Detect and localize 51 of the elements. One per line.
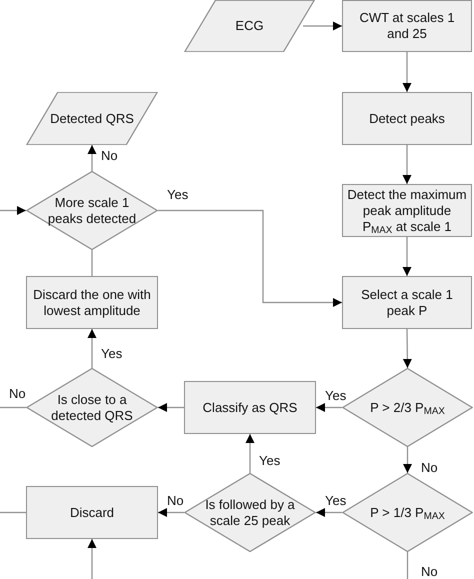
- node-text: CWT at scales 1 and 25: [358, 10, 456, 42]
- node-text: Detect the maximum peak amplitude P$_{MAX}$ at scale 1: [347, 186, 467, 234]
- node-text: P > 2/3 P$_{MAX}$: [370, 400, 445, 416]
- connector-arrow: [303, 22, 342, 30]
- edge-label: Yes: [100, 346, 124, 361]
- node-text: Classify as QRS: [202, 400, 298, 416]
- process-box: [342, 276, 472, 329]
- connector-arrow: [88, 145, 96, 171]
- node-text: Select a scale 1 peak P: [360, 286, 454, 318]
- connector-arrow: [402, 52, 412, 92]
- decision-diamond: [184, 473, 316, 552]
- connector-arrow: [402, 237, 412, 276]
- process-box: [184, 381, 316, 434]
- edge-label: No: [420, 460, 439, 475]
- connector-arrow: [0, 206, 26, 215]
- decision-diamond: [26, 171, 158, 250]
- process-box: [26, 276, 158, 329]
- node-text: Is close to a detected QRS: [50, 392, 134, 424]
- connector-arrow: [158, 403, 184, 412]
- connector-arrow: [402, 145, 412, 184]
- connector-arrow: [158, 210, 342, 307]
- node-text: Discard: [70, 504, 114, 520]
- node-text: Is followed by a scale 25 peak: [204, 496, 296, 528]
- connector-arrow: [246, 434, 254, 473]
- edge-label: Yes: [258, 453, 282, 468]
- node-text: Detected QRS: [50, 110, 134, 126]
- process-box: [342, 92, 472, 145]
- edge-label: No: [166, 493, 185, 508]
- connector-arrow: [88, 539, 96, 579]
- connector-arrow: [158, 508, 184, 517]
- io-parallelogram: [184, 0, 315, 52]
- node-text: Discard the one with lowest amplitude: [32, 286, 152, 318]
- node-text: ECG: [235, 18, 264, 34]
- process-box: [26, 486, 158, 539]
- connector-arrow: [316, 508, 342, 517]
- decision-diamond: [26, 368, 158, 447]
- process-box: [342, 0, 472, 52]
- edge-label: Yes: [324, 388, 348, 403]
- edge-label: No: [100, 148, 119, 163]
- node-text: Detect peaks: [369, 110, 445, 126]
- connector-arrow: [316, 403, 342, 412]
- edge-label: No: [420, 564, 439, 579]
- io-parallelogram: [26, 92, 158, 145]
- connector-arrow: [402, 329, 412, 368]
- connector-arrow: [403, 447, 412, 473]
- node-text: P > 1/3 P$_{MAX}$: [370, 504, 445, 520]
- edge-label: No: [8, 386, 27, 401]
- edge-label: Yes: [166, 187, 190, 202]
- connector-arrow: [88, 329, 96, 368]
- edge-label: Yes: [324, 493, 348, 508]
- node-text: More scale 1 peaks detected: [46, 194, 138, 226]
